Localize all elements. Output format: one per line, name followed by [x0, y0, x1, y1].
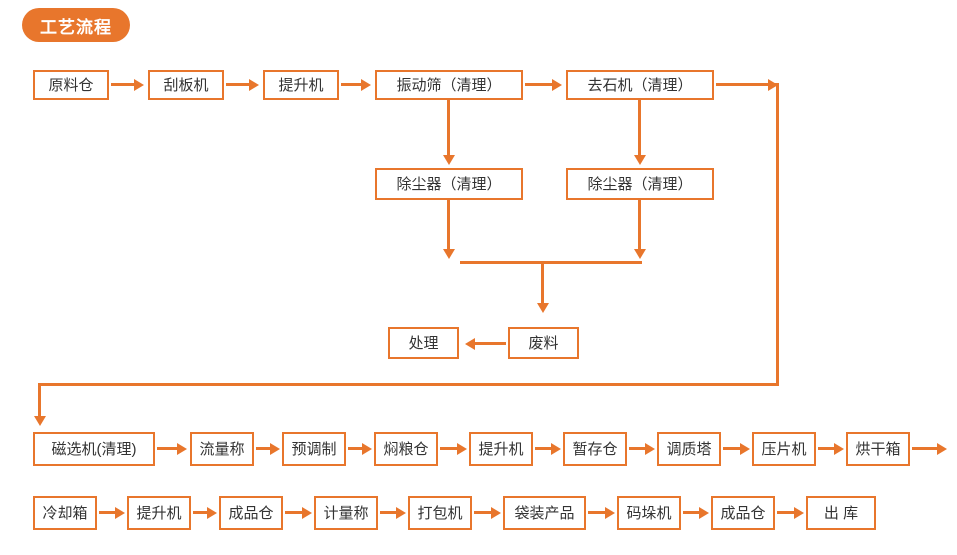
connector-waste-to-disposal	[475, 342, 506, 345]
connector-r3-exit	[912, 447, 939, 450]
arrow-destoner-to-dust2	[634, 155, 646, 165]
node-bucket-elevator-2[interactable]: 提升机	[469, 432, 533, 466]
node-bagged-product[interactable]: 袋装产品	[503, 496, 586, 530]
connector-dust1-down	[447, 200, 450, 250]
node-bucket-elevator-1[interactable]: 提升机	[263, 70, 339, 100]
arrow-r4-e	[491, 507, 501, 519]
node-dust-collector-1[interactable]: 除尘器（清理）	[375, 168, 523, 200]
node-scraper-conveyor[interactable]: 刮板机	[148, 70, 224, 100]
connector-destoner-to-dust2	[638, 100, 641, 156]
connector-r4-c	[285, 511, 304, 514]
arrow-wrap-top	[768, 79, 778, 91]
connector-merge-bar	[460, 261, 642, 264]
arrow-wrap-into-row3	[34, 416, 46, 426]
node-dust-collector-2[interactable]: 除尘器（清理）	[566, 168, 714, 200]
arrow-dust2-down	[634, 249, 646, 259]
connector-merge-down	[541, 264, 544, 304]
arrow-merge-down	[537, 303, 549, 313]
connector-r3-g	[723, 447, 742, 450]
node-destoner[interactable]: 去石机（清理）	[566, 70, 714, 100]
connector-r3-e	[535, 447, 553, 450]
arrow-r3-g	[740, 443, 750, 455]
node-bucket-elevator-3[interactable]: 提升机	[127, 496, 191, 530]
connector-r4-g	[683, 511, 701, 514]
node-finished-product-bin-2[interactable]: 成品仓	[711, 496, 775, 530]
arrow-r4-g	[699, 507, 709, 519]
connector-wrap-right-down	[776, 83, 779, 386]
arrow-r3-f	[645, 443, 655, 455]
node-magnetic-separator[interactable]: 磁选机(清理)	[33, 432, 155, 466]
connector-r3-c	[348, 447, 364, 450]
node-tempering-bin[interactable]: 焖粮仓	[374, 432, 438, 466]
connector-wrap-left-down	[38, 383, 41, 417]
arrow-r3-exit	[937, 443, 947, 455]
connector-r4-b	[193, 511, 209, 514]
connector-r4-f	[588, 511, 607, 514]
arrow-r4-h	[794, 507, 804, 519]
arrow-r1-d	[552, 79, 562, 91]
node-flow-scale[interactable]: 流量称	[190, 432, 254, 466]
connector-r3-h	[818, 447, 836, 450]
connector-r3-f	[629, 447, 647, 450]
node-raw-material-bin[interactable]: 原料仓	[33, 70, 109, 100]
node-conditioning-tower[interactable]: 调质塔	[657, 432, 721, 466]
connector-r4-a	[99, 511, 117, 514]
connector-r3-d	[440, 447, 459, 450]
connector-dust2-down	[638, 200, 641, 250]
node-flaking-machine[interactable]: 压片机	[752, 432, 816, 466]
arrow-r4-d	[396, 507, 406, 519]
arrow-waste-to-disposal	[465, 338, 475, 350]
connector-r4-h	[777, 511, 796, 514]
connector-r1-a	[111, 83, 136, 86]
node-packing-machine[interactable]: 打包机	[408, 496, 472, 530]
node-disposal[interactable]: 处理	[388, 327, 459, 359]
arrow-dust1-down	[443, 249, 455, 259]
arrow-r3-d	[457, 443, 467, 455]
arrow-r3-h	[834, 443, 844, 455]
arrow-r4-f	[605, 507, 615, 519]
node-palletizer[interactable]: 码垛机	[617, 496, 681, 530]
arrow-r1-a	[134, 79, 144, 91]
arrow-r3-c	[362, 443, 372, 455]
arrow-r3-a	[177, 443, 187, 455]
node-drying-oven[interactable]: 烘干箱	[846, 432, 910, 466]
node-buffer-bin[interactable]: 暂存仓	[563, 432, 627, 466]
node-outbound[interactable]: 出 库	[806, 496, 876, 530]
node-cooling-box[interactable]: 冷却箱	[33, 496, 97, 530]
arrow-r1-b	[249, 79, 259, 91]
connector-r3-a	[157, 447, 179, 450]
connector-r1-d	[525, 83, 554, 86]
connector-r1-c	[341, 83, 363, 86]
connector-wrap-top	[716, 83, 777, 86]
node-vibrating-screen[interactable]: 振动筛（清理）	[375, 70, 523, 100]
arrow-r4-b	[207, 507, 217, 519]
node-waste[interactable]: 废料	[508, 327, 579, 359]
arrow-r4-c	[302, 507, 312, 519]
connector-r1-b	[226, 83, 251, 86]
connector-r4-e	[474, 511, 493, 514]
page-title-badge: 工艺流程	[22, 8, 130, 42]
arrow-r1-c	[361, 79, 371, 91]
node-weighing-scale[interactable]: 计量称	[314, 496, 378, 530]
connector-screen-to-dust1	[447, 100, 450, 156]
connector-r4-d	[380, 511, 398, 514]
arrow-screen-to-dust1	[443, 155, 455, 165]
arrow-r3-e	[551, 443, 561, 455]
node-pre-conditioner[interactable]: 预调制	[282, 432, 346, 466]
arrow-r3-b	[270, 443, 280, 455]
node-finished-product-bin-1[interactable]: 成品仓	[219, 496, 283, 530]
connector-r3-b	[256, 447, 272, 450]
arrow-r4-a	[115, 507, 125, 519]
connector-wrap-bottom	[38, 383, 779, 386]
